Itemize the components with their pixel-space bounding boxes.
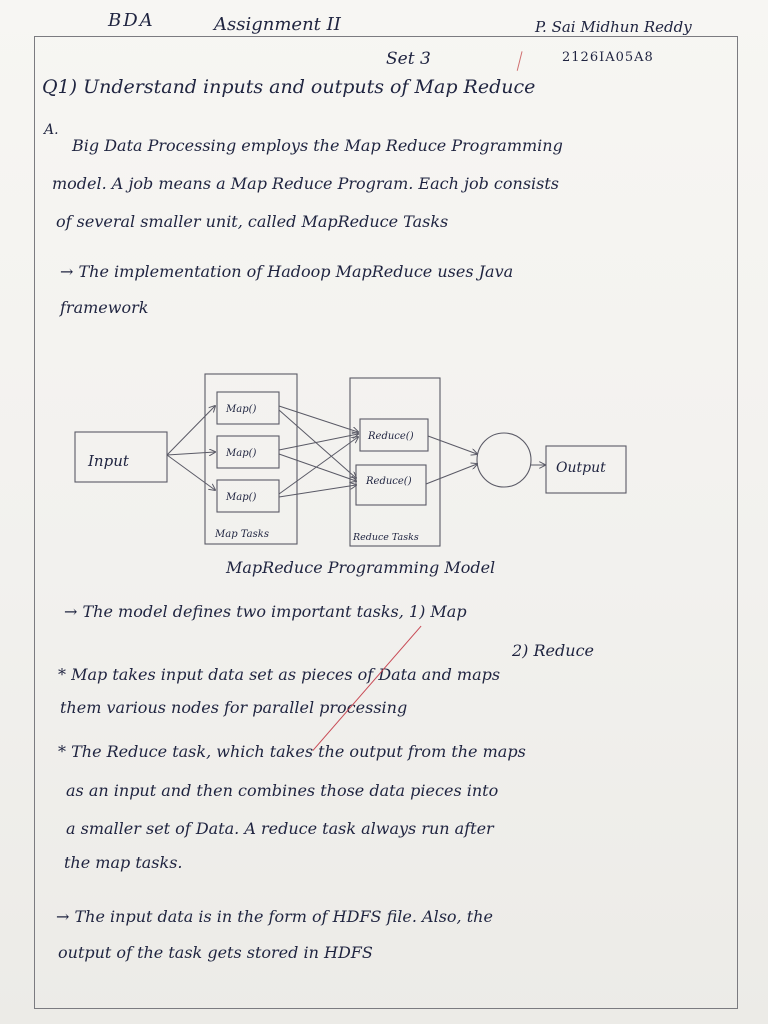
map-label-1: Map() bbox=[225, 404, 257, 415]
java-line-2: framework bbox=[60, 298, 149, 317]
map-desc-line-2: them various nodes for parallel processi… bbox=[60, 698, 408, 717]
output-box bbox=[545, 445, 627, 494]
arrow-map2-reduce2 bbox=[278, 453, 356, 481]
arrow-map2-reduce1 bbox=[278, 434, 358, 451]
hdfs-line-2: output of the task gets stored in HDFS bbox=[58, 943, 373, 962]
combine-circle bbox=[476, 432, 532, 488]
map-tasks-label: Map Tasks bbox=[214, 529, 269, 540]
page-border bbox=[34, 36, 738, 1009]
diagram-caption: MapReduce Programming Model bbox=[226, 558, 496, 577]
reduce-label-2: Reduce() bbox=[365, 476, 412, 487]
tasks-second: 2) Reduce bbox=[512, 641, 594, 660]
arrow-reduce1-circle bbox=[427, 435, 477, 454]
map-tasks-group bbox=[204, 373, 298, 545]
subject-title: BDA bbox=[108, 10, 155, 31]
reduce-box-1 bbox=[359, 418, 429, 452]
question-text: Q1) Understand inputs and outputs of Map… bbox=[42, 76, 536, 98]
map-desc-line-1: * Map takes input data set as pieces of … bbox=[58, 665, 501, 684]
reduce-label-1: Reduce() bbox=[367, 431, 414, 442]
answer-line-2: model. A job means a Map Reduce Program.… bbox=[52, 174, 559, 193]
map-box-2 bbox=[216, 435, 280, 469]
assignment-title: Assignment II bbox=[214, 14, 341, 35]
arrow-map3-reduce1 bbox=[278, 437, 358, 495]
arrow-reduce2-circle bbox=[425, 464, 477, 485]
input-box bbox=[74, 431, 168, 483]
reduce-tasks-label: Reduce Tasks bbox=[352, 532, 419, 543]
answer-line-1: Big Data Processing employs the Map Redu… bbox=[72, 136, 563, 155]
answer-marker: A. bbox=[44, 122, 59, 138]
hdfs-line-1: → The input data is in the form of HDFS … bbox=[56, 907, 493, 926]
student-name: P. Sai Midhun Reddy bbox=[535, 18, 692, 36]
map-label-2: Map() bbox=[225, 448, 257, 459]
reduce-desc-line-4: the map tasks. bbox=[64, 853, 183, 872]
reduce-desc-line-2: as an input and then combines those data… bbox=[66, 781, 499, 800]
answer-line-3: of several smaller unit, called MapReduc… bbox=[56, 212, 449, 231]
output-label: Output bbox=[556, 460, 606, 476]
java-line-1: → The implementation of Hadoop MapReduce… bbox=[60, 262, 514, 281]
tasks-intro: → The model defines two important tasks,… bbox=[64, 602, 467, 621]
map-label-3: Map() bbox=[225, 492, 257, 503]
map-box-3 bbox=[216, 479, 280, 513]
input-label: Input bbox=[87, 452, 130, 470]
reduce-tasks-group bbox=[349, 377, 441, 547]
roll-number: 2126IA05A8 bbox=[562, 50, 654, 65]
map-box-1 bbox=[216, 391, 280, 425]
reduce-desc-line-3: a smaller set of Data. A reduce task alw… bbox=[66, 819, 494, 838]
arrow-map3-reduce2 bbox=[278, 485, 356, 498]
arrow-map1-reduce1 bbox=[278, 405, 358, 432]
arrow-map1-reduce2 bbox=[278, 409, 356, 478]
arrow-input-map-2 bbox=[166, 452, 215, 455]
reduce-desc-line-1: * The Reduce task, which takes the outpu… bbox=[58, 742, 526, 761]
arrow-input-map-1 bbox=[166, 406, 215, 456]
arrow-input-map-3 bbox=[166, 454, 215, 490]
set-number: Set 3 bbox=[386, 49, 431, 69]
